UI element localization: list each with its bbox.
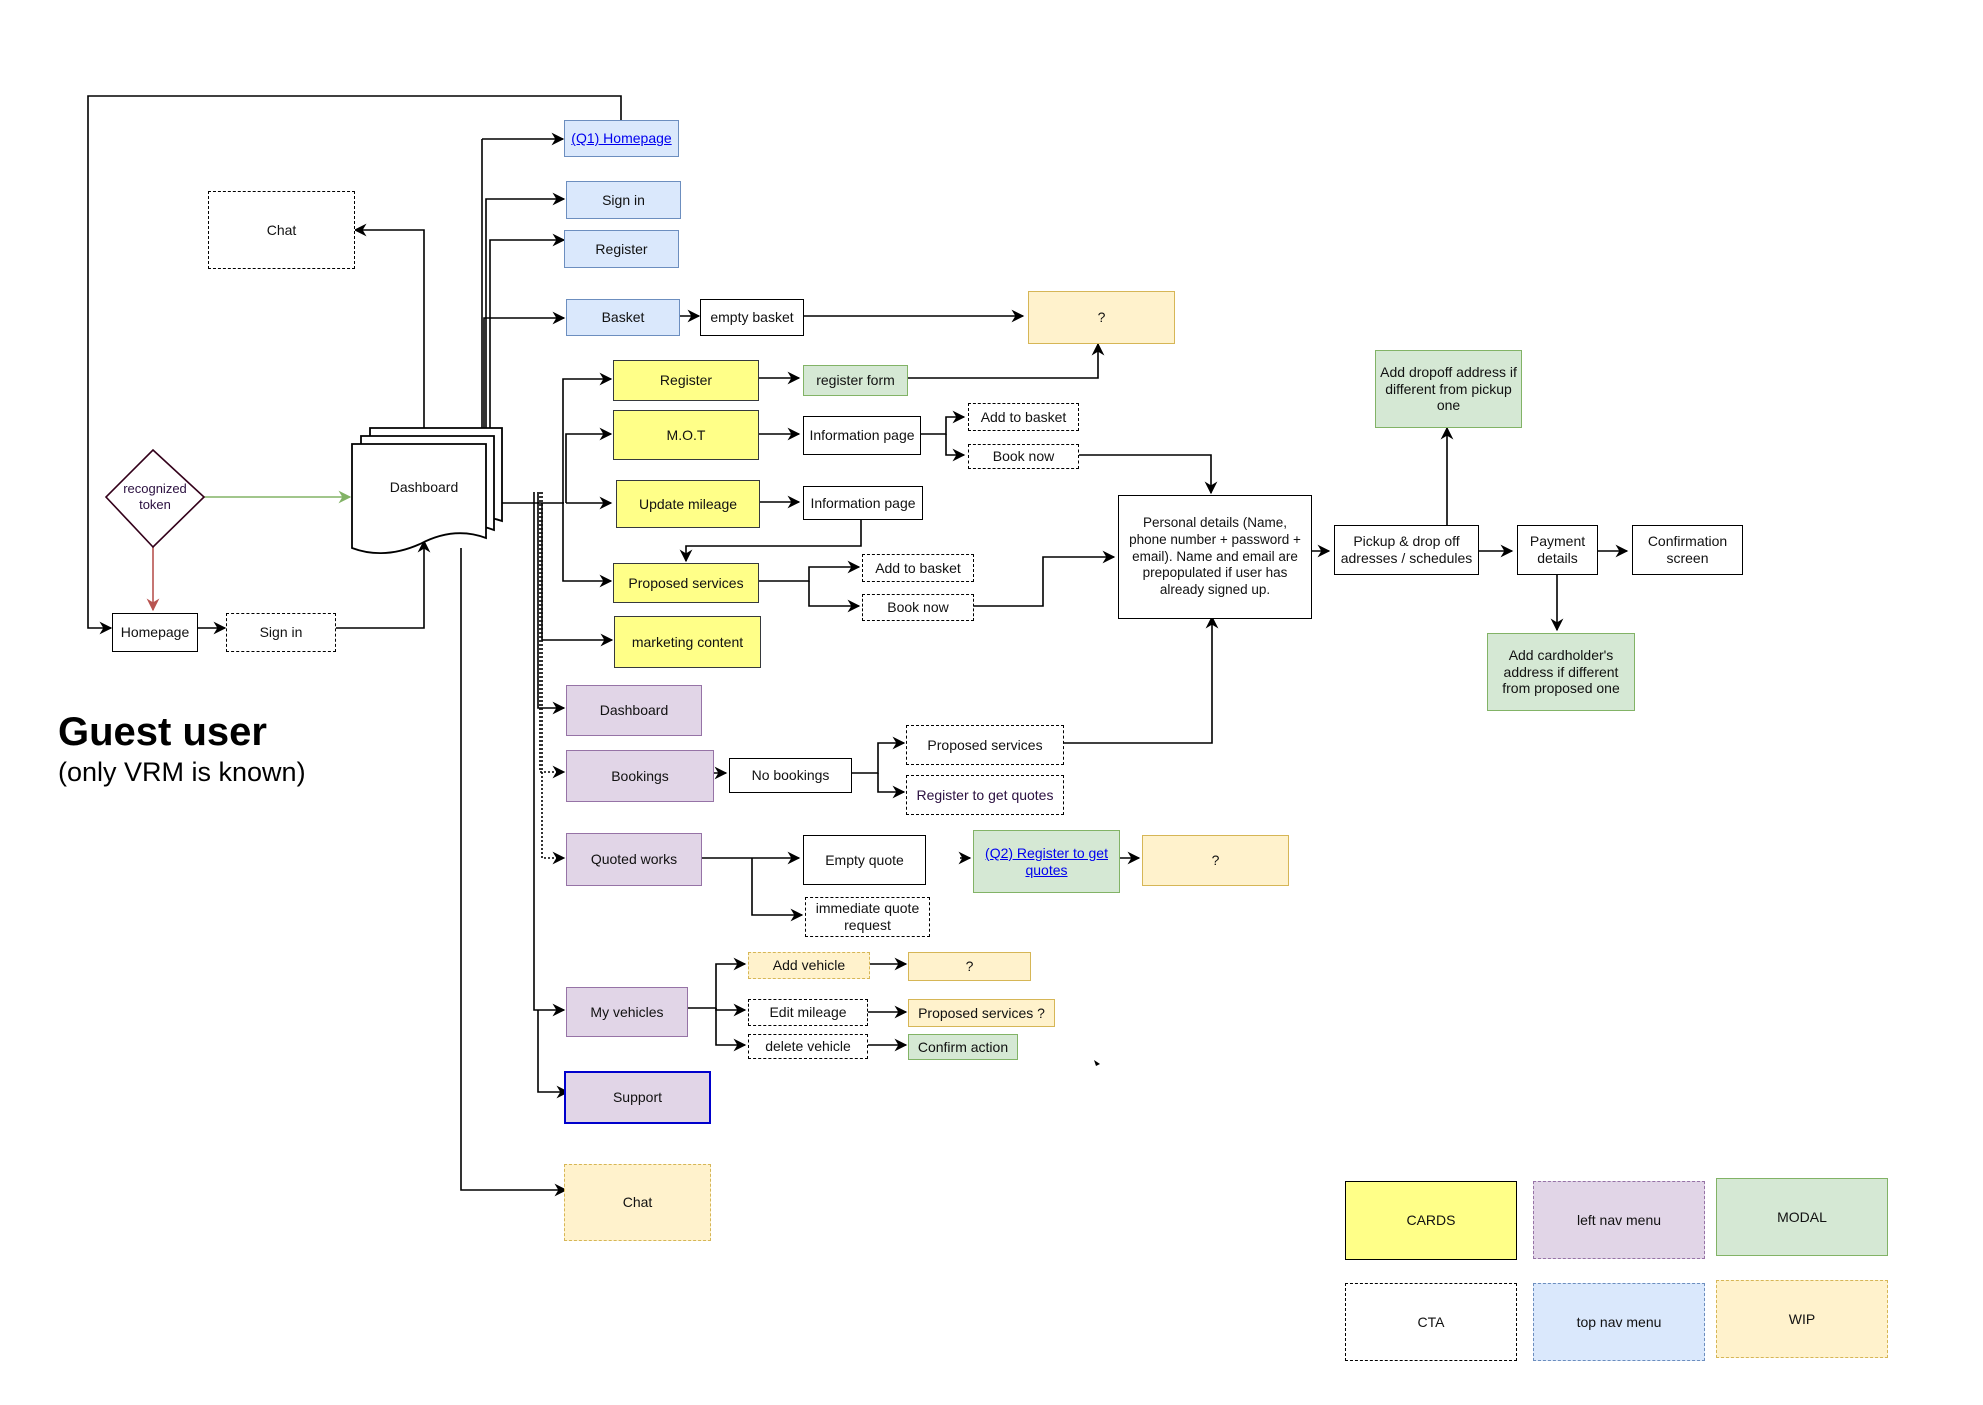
page-heading: Guest user (only VRM is known) (58, 708, 306, 788)
add-dropoff-modal[interactable]: Add dropoff address if different from pi… (1375, 350, 1522, 428)
recognized-token-diamond (104, 448, 206, 549)
edit-mileage-cta[interactable]: Edit mileage (748, 999, 868, 1026)
register-card[interactable]: Register (613, 360, 759, 401)
information-page-1: Information page (803, 416, 921, 455)
empty-basket-box: empty basket (700, 299, 804, 336)
q1-homepage-box[interactable]: (Q1) Homepage (564, 120, 679, 157)
legend-wip: WIP (1716, 1280, 1888, 1358)
no-bookings-box: No bookings (729, 758, 852, 793)
edge-signin-dashboard (336, 539, 431, 629)
q2-register-link[interactable]: (Q2) Register to get quotes (985, 844, 1108, 878)
book-now-cta-2[interactable]: Book now (862, 594, 974, 621)
add-to-basket-cta-2[interactable]: Add to basket (862, 554, 974, 582)
edge-q1-loop-homepage (87, 95, 622, 635)
confirm-action-modal[interactable]: Confirm action (908, 1034, 1018, 1060)
basket-top-nav[interactable]: Basket (566, 299, 680, 336)
proposed-services-cta[interactable]: Proposed services (906, 725, 1064, 765)
dashboard-doc-label: Dashboard (390, 479, 459, 495)
legend-modal: MODAL (1716, 1178, 1888, 1256)
edge-dashboard-chat-top (353, 223, 425, 428)
register-to-get-quotes-cta[interactable]: Register to get quotes (906, 775, 1064, 815)
page-title: Guest user (58, 710, 267, 754)
proposed-services-card[interactable]: Proposed services (613, 563, 759, 603)
legend-cards: CARDS (1345, 1181, 1517, 1260)
sign-in-cta[interactable]: Sign in (226, 613, 336, 652)
q1-homepage-link[interactable]: (Q1) Homepage (571, 130, 672, 147)
marketing-content-card[interactable]: marketing content (614, 616, 761, 668)
chat-bottom-box[interactable]: Chat (564, 1164, 711, 1241)
payment-details-box: Payment details (1517, 525, 1598, 575)
wip-question-1: ? (1028, 291, 1175, 344)
bookings-left-nav[interactable]: Bookings (566, 750, 714, 802)
support-left-nav[interactable]: Support (564, 1071, 711, 1124)
add-cardholder-modal[interactable]: Add cardholder's address if different fr… (1487, 633, 1635, 711)
wip-question-2: ? (1142, 835, 1289, 886)
recognized-token-label: recognized token (123, 481, 187, 512)
proposed-services-wip: Proposed services ? (908, 999, 1055, 1027)
register-form-modal[interactable]: register form (803, 365, 908, 396)
mot-card[interactable]: M.O.T (613, 410, 759, 460)
delete-vehicle-cta[interactable]: delete vehicle (748, 1034, 868, 1059)
empty-quote-box: Empty quote (803, 835, 926, 885)
homepage-box[interactable]: Homepage (112, 613, 198, 652)
register-top-nav[interactable]: Register (564, 230, 679, 268)
q2-register-modal[interactable]: (Q2) Register to get quotes (973, 830, 1120, 893)
page-subtitle: (only VRM is known) (58, 757, 306, 787)
confirmation-screen-box: Confirmation screen (1632, 525, 1743, 575)
legend-top-nav: top nav menu (1533, 1283, 1705, 1361)
legend-left-nav: left nav menu (1533, 1181, 1705, 1259)
dashboard-document-stack (351, 427, 503, 555)
edge-dashboard-chat-bottom (460, 548, 568, 1197)
immediate-quote-cta[interactable]: immediate quote request (805, 897, 930, 937)
add-vehicle-cta[interactable]: Add vehicle (748, 952, 870, 979)
information-page-2: Information page (803, 486, 923, 520)
my-vehicles-left-nav[interactable]: My vehicles (566, 987, 688, 1037)
add-to-basket-cta-1[interactable]: Add to basket (968, 403, 1079, 431)
chat-top-box[interactable]: Chat (208, 191, 355, 269)
sign-in-top-nav[interactable]: Sign in (566, 181, 681, 219)
book-now-cta-1[interactable]: Book now (968, 444, 1079, 469)
personal-details-box: Personal details (Name, phone number + p… (1118, 495, 1312, 619)
quoted-works-left-nav[interactable]: Quoted works (566, 833, 702, 886)
dashboard-left-nav[interactable]: Dashboard (566, 685, 702, 736)
legend-cta: CTA (1345, 1283, 1517, 1361)
wip-question-3: ? (908, 952, 1031, 981)
cursor-mark (1094, 1060, 1100, 1066)
update-mileage-card[interactable]: Update mileage (616, 480, 760, 528)
pickup-dropoff-box: Pickup & drop off adresses / schedules (1334, 525, 1479, 575)
connector-lines (87, 95, 1629, 1197)
